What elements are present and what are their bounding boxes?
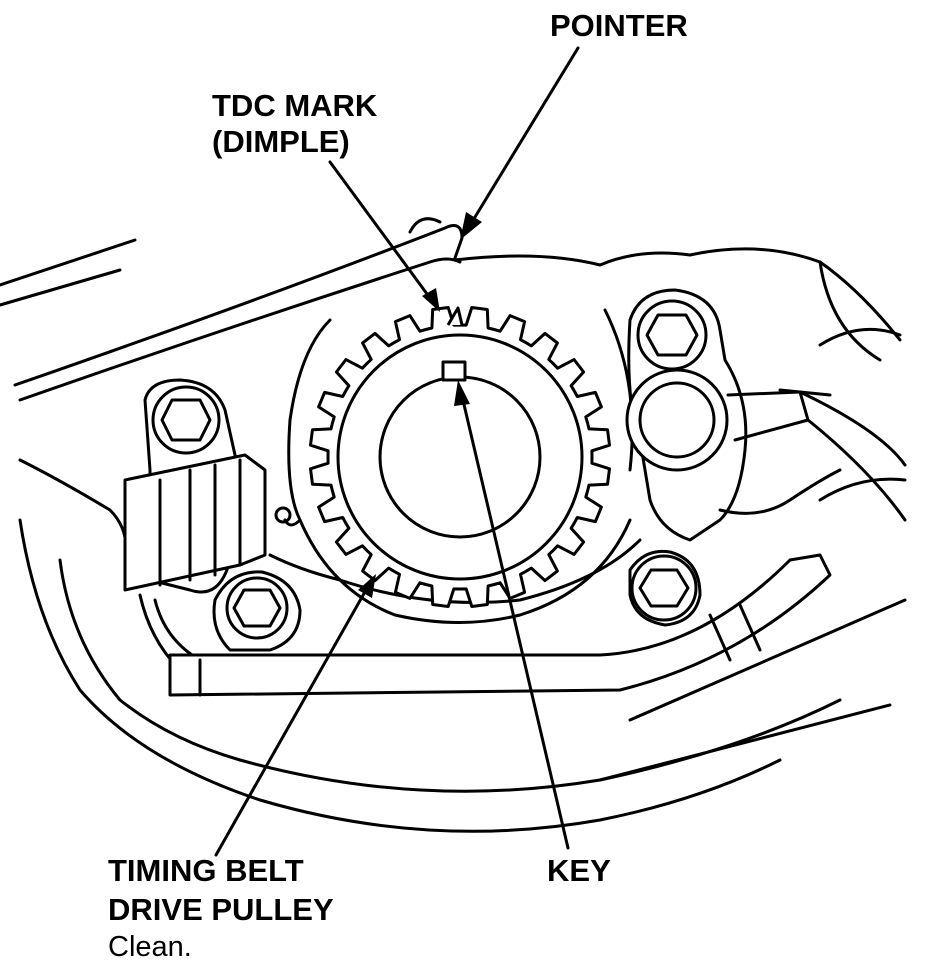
upper-cover-lines <box>0 217 902 402</box>
callout-lines <box>214 46 580 857</box>
lower-left-bolt <box>212 570 302 652</box>
pointer-arrowhead <box>460 212 482 240</box>
pulley-note: Clean. <box>108 931 192 963</box>
pulley-label-line1: TIMING BELT <box>108 853 304 888</box>
pointer-label: POINTER <box>550 8 688 43</box>
drive-pulley <box>309 306 611 608</box>
lower-block-lines <box>18 458 907 833</box>
pulley-label-line2: DRIVE PULLEY <box>108 892 334 927</box>
key-label: KEY <box>547 853 611 888</box>
tdc-dimple-label: (DIMPLE) <box>212 124 350 159</box>
left-bracket <box>123 378 267 672</box>
tdc-mark-label: TDC MARK <box>212 88 378 123</box>
right-bracket <box>625 288 907 542</box>
key-arrowhead <box>454 380 470 406</box>
key-shape <box>441 360 467 382</box>
pulley-arrowhead <box>358 574 376 598</box>
lower-right-bolt <box>628 549 702 627</box>
tdc-arrowhead <box>422 288 440 312</box>
tdc-dimple <box>446 306 464 326</box>
